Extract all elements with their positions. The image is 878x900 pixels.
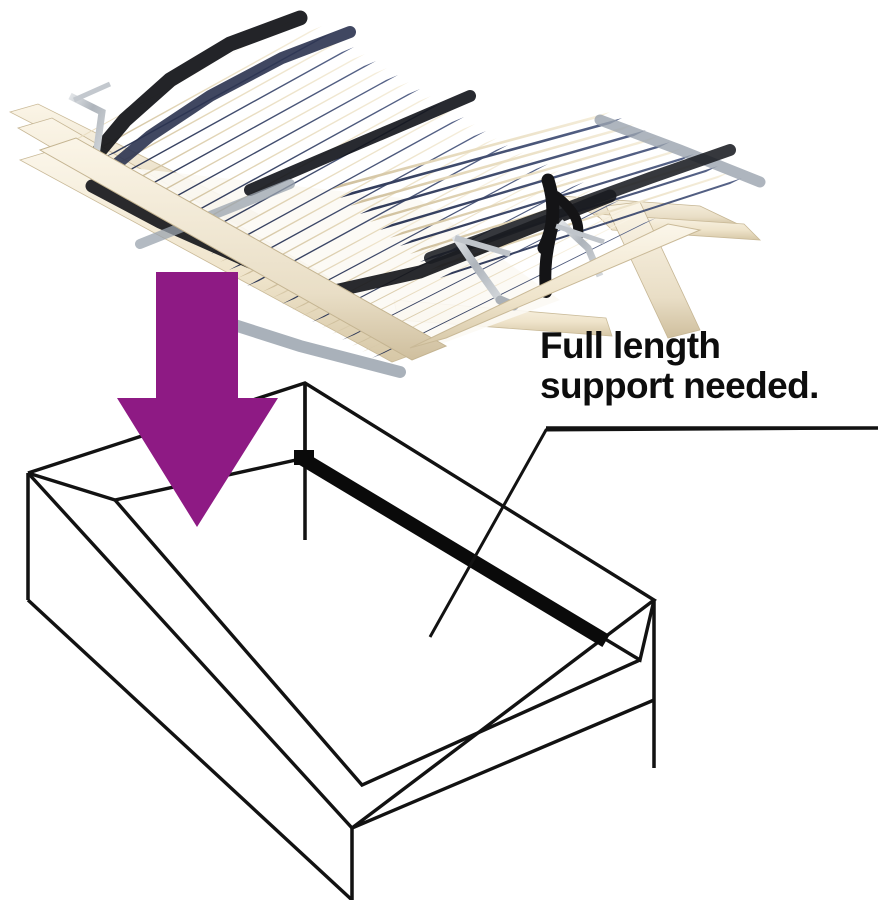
callout-line-2: support needed. bbox=[540, 364, 819, 406]
front-frame-rail bbox=[38, 137, 702, 361]
callout-line-1: Full length bbox=[540, 325, 721, 366]
full-length-center-support-beam bbox=[294, 450, 610, 648]
slatted-bed-base-photo bbox=[0, 0, 878, 380]
photo-svg bbox=[0, 0, 878, 380]
down-arrow bbox=[117, 272, 278, 527]
callout-text-block: Full length support needed. bbox=[540, 326, 878, 406]
bed-frame-legs bbox=[26, 383, 656, 900]
bed-frame-outline bbox=[26, 381, 658, 900]
callout-leader-line bbox=[428, 426, 878, 638]
frame-right-bottom-rail bbox=[351, 698, 655, 830]
frame-left-bottom-rail bbox=[26, 598, 354, 900]
frame-inner-rim-front bbox=[113, 498, 641, 788]
